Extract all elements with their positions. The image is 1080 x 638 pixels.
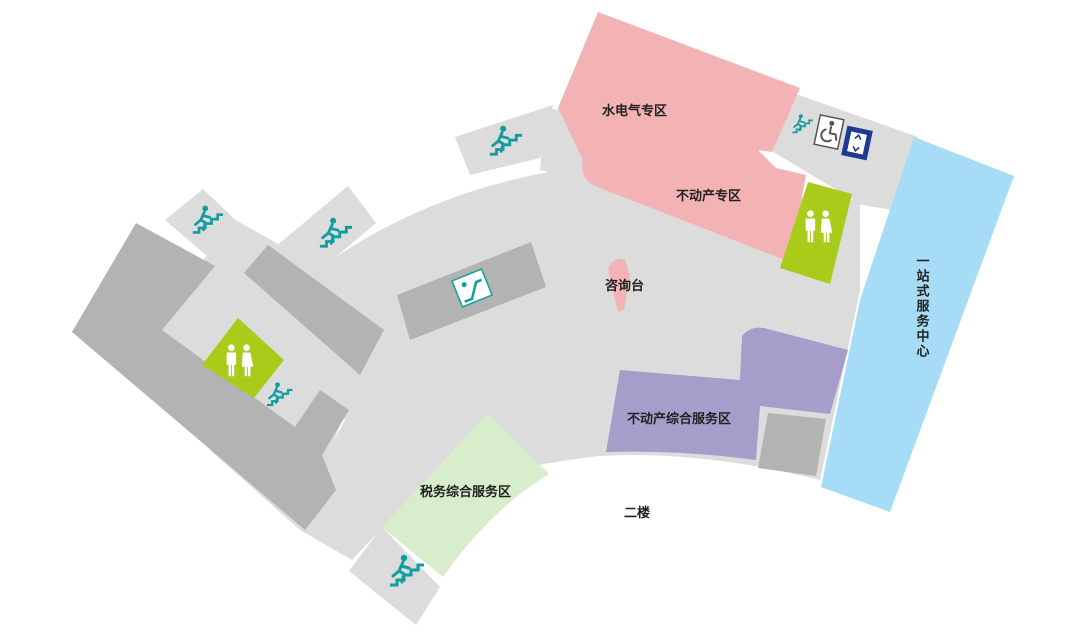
zone-one-stop-service xyxy=(821,137,1014,512)
corridor-floor xyxy=(300,160,860,560)
block-north-slanted xyxy=(244,245,384,375)
accessible-icon xyxy=(813,113,845,151)
zone-info-desk xyxy=(608,258,630,312)
zone-real-estate-service xyxy=(606,327,848,460)
stair-annex-top xyxy=(455,105,553,175)
escalator-icon xyxy=(450,268,494,308)
toilet-west xyxy=(202,318,284,398)
label-real-estate: 不动产专区 xyxy=(676,188,741,204)
label-one-stop-service: 一站式服务中心 xyxy=(914,254,930,359)
label-water-electric-gas: 水电气专区 xyxy=(602,103,667,119)
block-small-se xyxy=(758,413,826,476)
stair-annex-north xyxy=(275,186,376,272)
toilet-east xyxy=(780,182,852,284)
zone-tax-service xyxy=(382,413,549,577)
elevator-icon xyxy=(841,125,873,161)
label-real-estate-service: 不动产综合服务区 xyxy=(627,411,731,427)
label-floor: 二楼 xyxy=(624,505,650,521)
zone-water-electric-gas xyxy=(558,12,806,262)
label-tax-service: 税务综合服务区 xyxy=(420,484,511,500)
label-info-desk: 咨询台 xyxy=(605,278,644,294)
block-west-big xyxy=(72,223,349,530)
